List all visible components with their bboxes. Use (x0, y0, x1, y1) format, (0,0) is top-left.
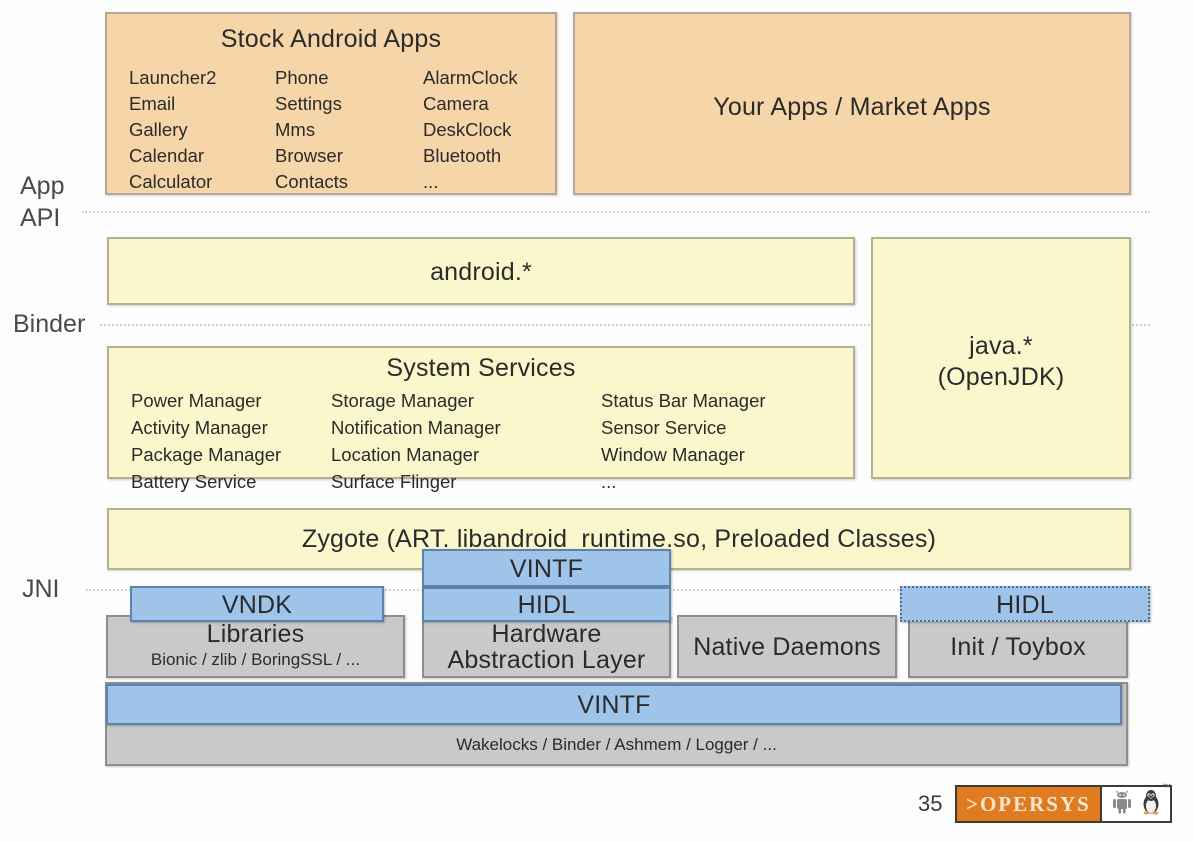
libraries-subtitle: Bionic / zlib / BoringSSL / ... (150, 650, 361, 669)
vndk-title: VNDK (221, 591, 293, 619)
app-bluetooth: Bluetooth (423, 145, 502, 166)
stock-android-apps-box: Stock Android Apps Launcher2 Phone Alarm… (105, 12, 557, 195)
java-api-subtitle: (OpenJDK) (937, 363, 1065, 391)
app-settings: Settings (275, 93, 342, 114)
layer-label-jni: JNI (22, 575, 60, 603)
divider-app-api (82, 211, 1150, 213)
svc-activity-manager: Activity Manager (131, 417, 268, 438)
app-alarmclock: AlarmClock (423, 67, 518, 88)
layer-label-binder: Binder (13, 310, 86, 338)
app-camera: Camera (423, 93, 489, 114)
logo-icon-group (1101, 787, 1170, 821)
svc-surface-flinger: Surface Flinger (331, 471, 457, 492)
vintf-bar-title: VINTF (577, 691, 651, 719)
stock-apps-title: Stock Android Apps (220, 25, 442, 53)
app-mms: Mms (275, 119, 316, 140)
trademark-symbol: ™ (1162, 782, 1171, 792)
layer-label-app: App (20, 172, 65, 200)
tux-penguin-icon (1141, 789, 1161, 820)
hidl-right-title: HIDL (996, 591, 1054, 619)
android-api-title: android.* (430, 258, 532, 286)
system-services-box: System Services Power Manager Storage Ma… (107, 346, 855, 492)
app-calendar: Calendar (129, 145, 205, 166)
app-more: ... (423, 171, 439, 192)
svc-status-bar-manager: Status Bar Manager (601, 390, 766, 411)
linux-kernel-subtitle: Wakelocks / Binder / Ashmem / Logger / .… (456, 735, 777, 754)
system-services-list: Power Manager Storage Manager Status Bar… (131, 388, 845, 495)
hal-title-line2: Abstraction Layer (447, 646, 646, 674)
hal-title-line1: Hardware (491, 620, 602, 648)
stock-apps-list: Launcher2 Phone AlarmClock Email Setting… (129, 66, 547, 194)
android-robot-icon (1111, 790, 1133, 819)
page-number: 35 (918, 791, 943, 816)
vndk-box: VNDK (130, 586, 384, 622)
app-launcher2: Launcher2 (129, 67, 217, 88)
svc-more: ... (601, 471, 617, 492)
app-gallery: Gallery (129, 119, 188, 140)
app-calculator: Calculator (129, 171, 213, 192)
svc-notification-manager: Notification Manager (331, 417, 501, 438)
java-api-title: java.* (969, 332, 1033, 360)
hidl-right-box: HIDL (900, 586, 1150, 622)
svc-window-manager: Window Manager (601, 444, 745, 465)
layer-label-api: API (20, 204, 61, 232)
svc-battery-service: Battery Service (131, 471, 257, 492)
app-phone: Phone (275, 67, 329, 88)
hidl-center-box: HIDL (422, 587, 671, 622)
init-toybox-title: Init / Toybox (950, 633, 1086, 661)
app-contacts: Contacts (275, 171, 349, 192)
hal-box: Hardware Abstraction Layer (422, 615, 671, 678)
hidl-center-title: HIDL (517, 591, 576, 619)
libraries-title: Libraries (206, 620, 305, 648)
system-services-title: System Services (386, 354, 576, 382)
app-deskclock: DeskClock (423, 119, 512, 140)
init-toybox-box: Init / Toybox (908, 615, 1128, 678)
vintf-top-box: VINTF (422, 549, 671, 587)
opersys-logo: >OPERSYS (955, 785, 1172, 823)
native-daemons-title: Native Daemons (693, 633, 881, 661)
zygote-title: Zygote (ART. libandroid_runtime.so, Prel… (301, 525, 937, 553)
native-daemons-box: Native Daemons (677, 615, 897, 678)
svc-storage-manager: Storage Manager (331, 390, 474, 411)
svc-location-manager: Location Manager (331, 444, 480, 465)
app-email: Email (129, 93, 176, 114)
svc-sensor-service: Sensor Service (601, 417, 727, 438)
divider-binder (100, 324, 1150, 326)
java-api-box: java.* (OpenJDK) (871, 237, 1131, 479)
market-apps-title: Your Apps / Market Apps (713, 93, 991, 121)
libraries-box: Libraries Bionic / zlib / BoringSSL / ..… (106, 615, 405, 678)
android-api-box: android.* (107, 237, 855, 305)
svc-package-manager: Package Manager (131, 444, 282, 465)
svc-power-manager: Power Manager (131, 390, 262, 411)
vintf-top-title: VINTF (509, 555, 584, 583)
market-apps-box: Your Apps / Market Apps (573, 12, 1131, 195)
app-browser: Browser (275, 145, 343, 166)
vintf-bar-box: VINTF (106, 684, 1122, 725)
opersys-wordmark: >OPERSYS (957, 787, 1102, 821)
